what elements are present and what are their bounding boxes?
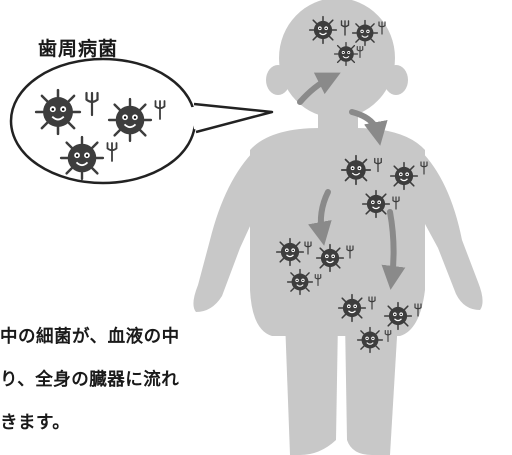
description-line-3: いきます。 [0,413,71,433]
circulation-arrows [297,72,406,290]
page-title: 歯周病菌 [38,38,119,60]
description-line-2: 入り、全身の臓器に流れ [0,370,180,390]
description-line-1: の中の細菌が、血液の中 [0,327,180,347]
human-silhouette [193,0,483,455]
